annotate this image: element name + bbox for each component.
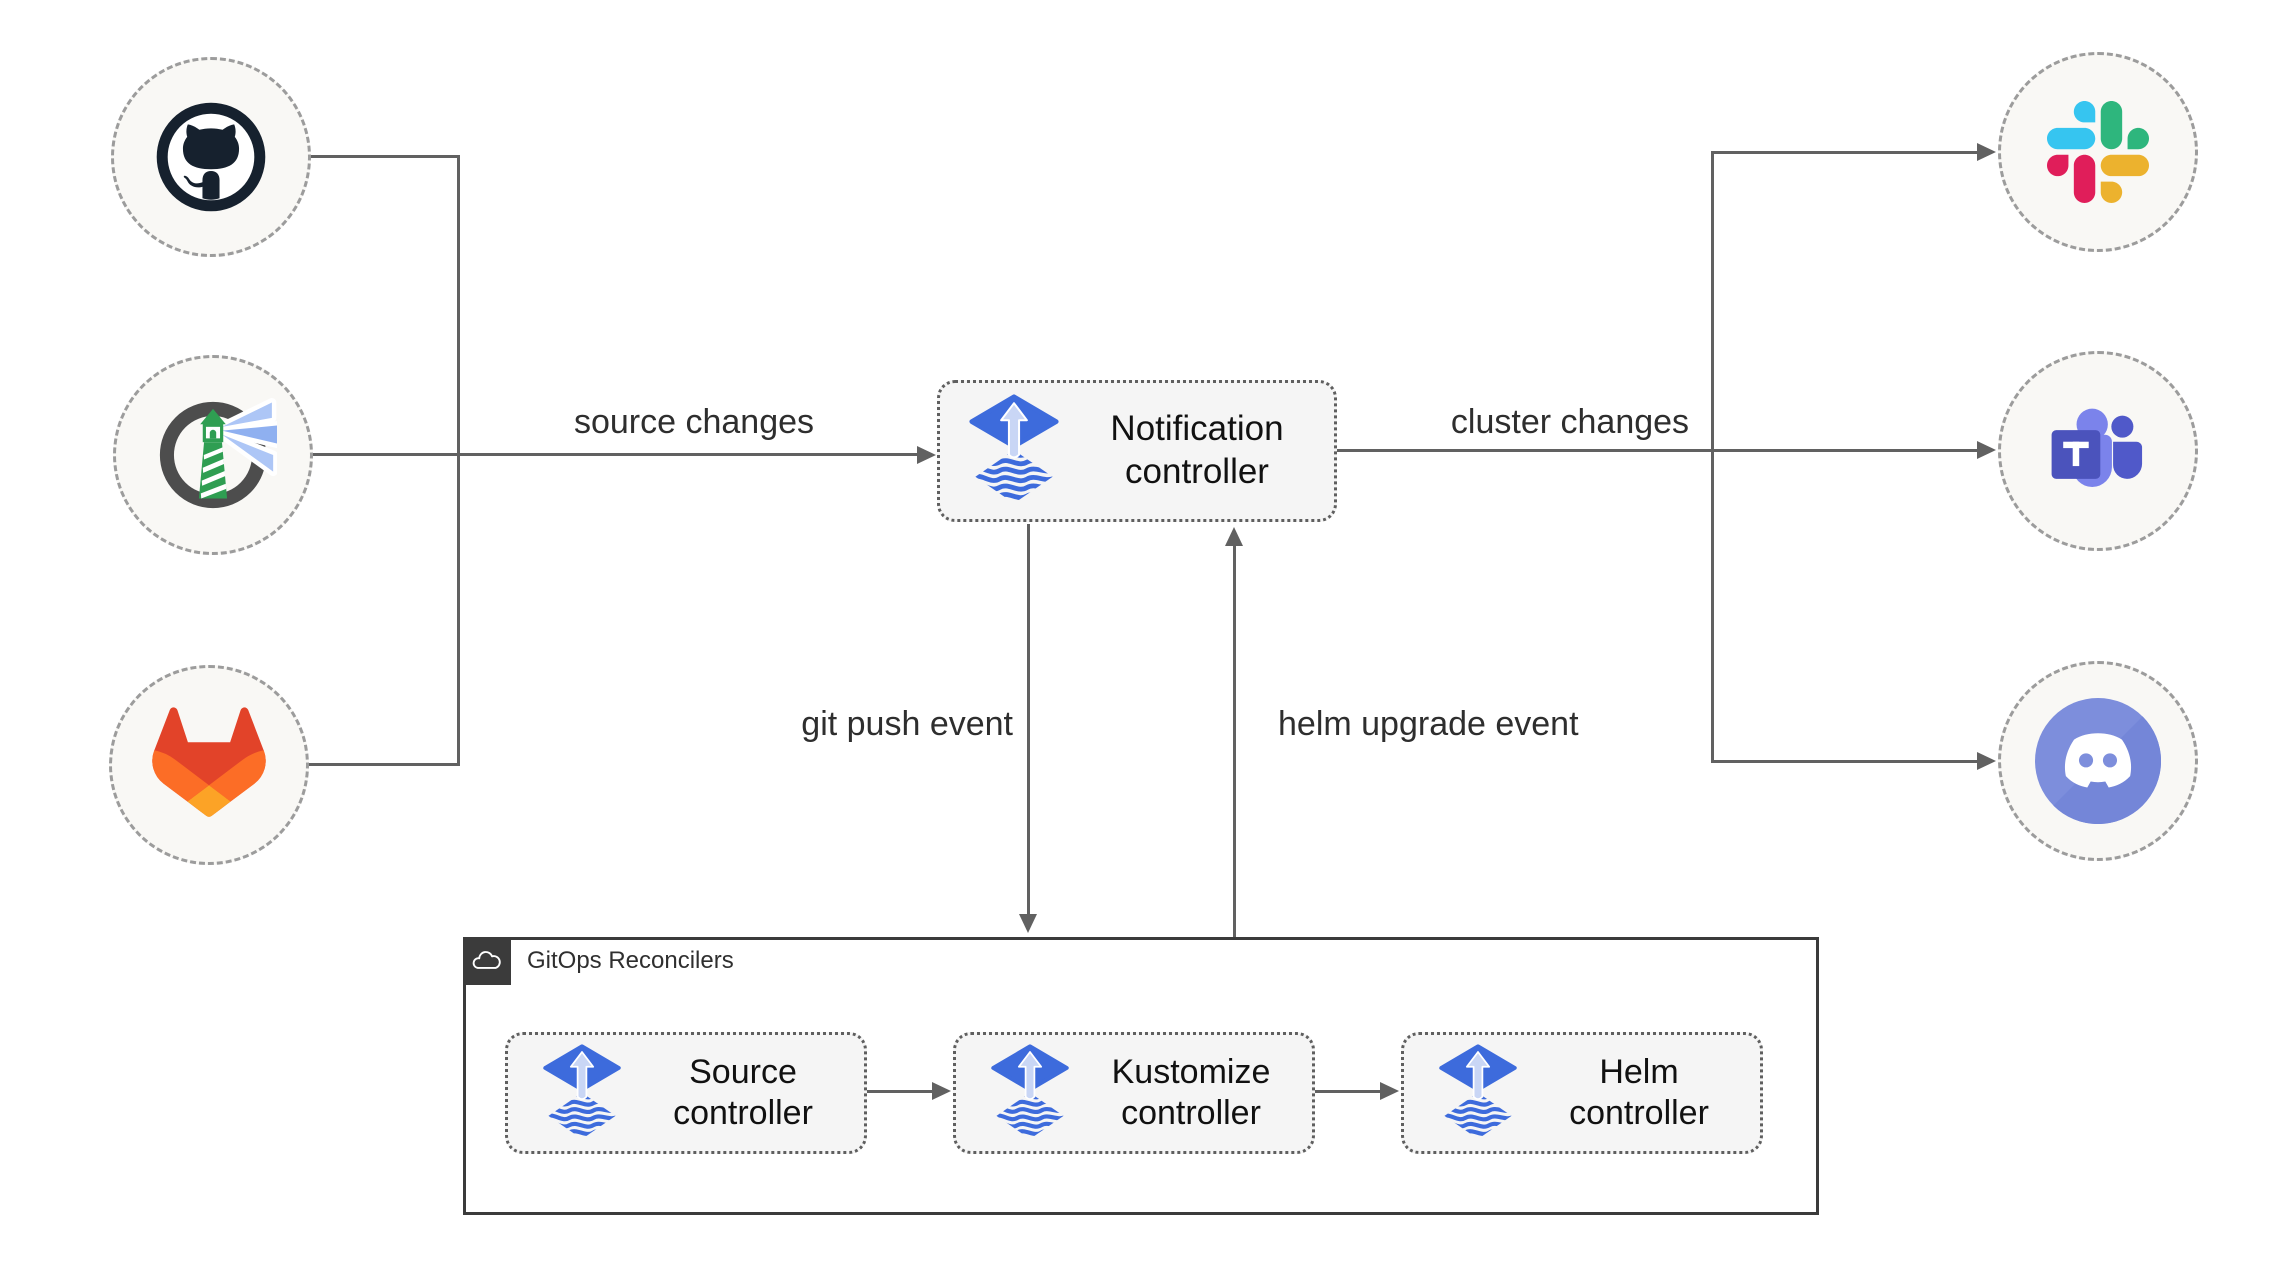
teams-icon: [2051, 408, 2143, 487]
edge-gitlab-stub: [309, 763, 459, 766]
edge-source-changes-line: [313, 453, 919, 456]
node-notification-controller: Notification controller: [937, 380, 1337, 522]
edge-label-cluster-changes: cluster changes: [1450, 403, 1690, 441]
discord-icon: [2035, 698, 2161, 824]
flux-icon: [968, 394, 1060, 508]
edge-git-push-arrowhead: [1019, 914, 1037, 933]
edge-kustomize-helm-line: [1315, 1090, 1382, 1093]
node-github: [111, 57, 311, 257]
edge-github-stub: [311, 155, 459, 158]
node-source-controller: Source controller: [505, 1032, 867, 1154]
source-controller-label: Source controller: [673, 1052, 813, 1132]
node-discord: [1998, 661, 2198, 861]
node-teams: [1998, 351, 2198, 551]
github-icon: [156, 102, 266, 212]
edge-git-push-line: [1027, 524, 1030, 916]
edge-label-source-changes: source changes: [573, 403, 815, 441]
node-harbor: [113, 355, 313, 555]
kustomize-controller-label: Kustomize controller: [1111, 1052, 1271, 1132]
edge-source-kustomize-line: [867, 1090, 934, 1093]
edge-helm-upgrade-line: [1233, 546, 1236, 938]
edge-source-kustomize-arrowhead: [932, 1082, 951, 1100]
edge-right-trunk: [1711, 151, 1714, 763]
gitops-corner-badge: [463, 937, 511, 985]
edge-teams-arrowhead: [1977, 441, 1996, 459]
edge-slack-arrowhead: [1977, 143, 1996, 161]
slack-icon: [2047, 101, 2149, 203]
cloud-icon: [472, 951, 501, 969]
edge-label-git-push-event: git push event: [801, 705, 1013, 743]
notification-controller-label: Notification controller: [1110, 409, 1284, 491]
edge-cluster-changes-line: [1337, 449, 1979, 452]
helm-controller-label: Helm controller: [1569, 1052, 1709, 1132]
node-gitlab: [109, 665, 309, 865]
edge-kustomize-helm-arrowhead: [1380, 1082, 1399, 1100]
edge-helm-upgrade-arrowhead: [1225, 527, 1243, 546]
node-helm-controller: Helm controller: [1401, 1032, 1763, 1154]
node-slack: [1998, 52, 2198, 252]
edge-discord-arrowhead: [1977, 752, 1996, 770]
gitlab-icon: [152, 707, 266, 817]
edge-slack-stub: [1711, 151, 1979, 154]
harbor-icon: [159, 398, 277, 509]
node-kustomize-controller: Kustomize controller: [953, 1032, 1315, 1154]
flux-icon: [990, 1044, 1070, 1143]
edge-label-helm-upgrade-event: helm upgrade event: [1278, 705, 1579, 743]
edge-source-changes-arrowhead: [917, 446, 936, 464]
flux-icon: [542, 1044, 622, 1143]
edge-left-trunk: [457, 155, 460, 766]
gitops-group-label: GitOps Reconcilers: [527, 947, 734, 974]
edge-discord-stub: [1711, 760, 1979, 763]
flux-icon: [1438, 1044, 1518, 1143]
